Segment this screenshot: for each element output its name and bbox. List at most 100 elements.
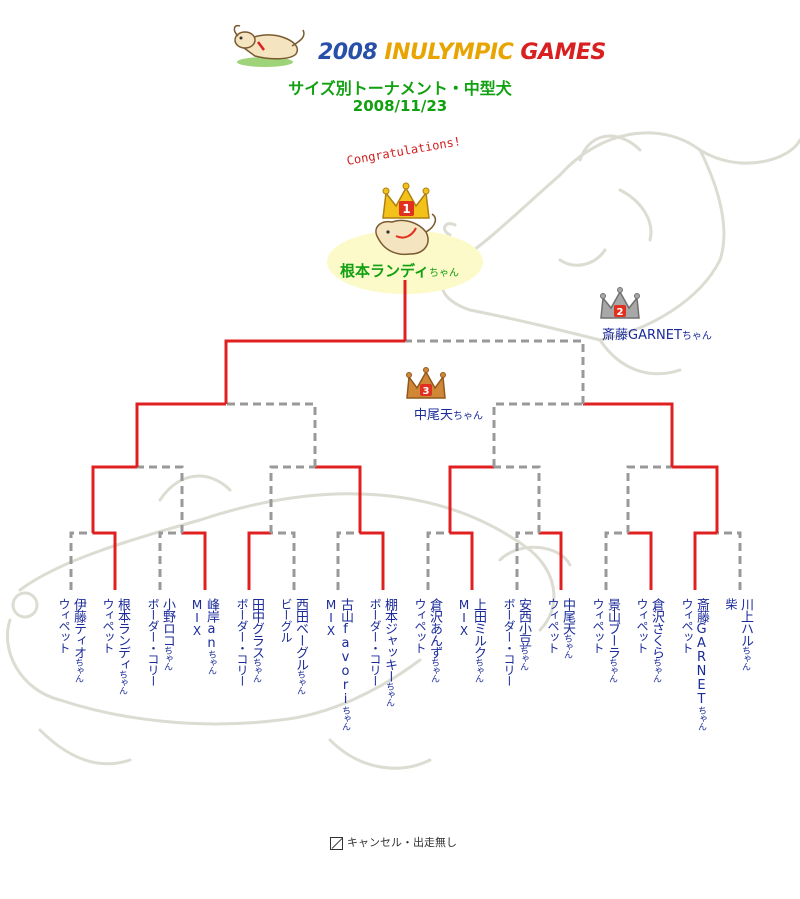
second-place-name-text: 斎藤GARNET xyxy=(602,328,682,343)
entrant-suffix: ちゃん xyxy=(473,658,483,682)
bracket-line-win xyxy=(672,465,719,533)
page-subtitle: サイズ別トーナメント・中型犬 xyxy=(288,79,512,98)
entrant-suffix: ちゃん xyxy=(696,706,706,730)
entrant: MIX上田ミルクちゃん xyxy=(457,598,486,682)
second-place-suffix: ちゃん xyxy=(681,331,712,342)
logo-year: 2008 xyxy=(318,40,378,65)
bracket-line-loss xyxy=(492,402,583,467)
entrant-breed: ウィペット xyxy=(57,598,71,653)
bracket-line-loss xyxy=(604,531,628,590)
entrant: ウィペット斎藤GARNETちゃん xyxy=(680,598,709,730)
bracket-line-loss xyxy=(269,465,315,533)
bracket-line-win xyxy=(247,531,271,590)
entrant-suffix: ちゃん xyxy=(384,682,394,706)
entrant-suffix: ちゃん xyxy=(295,670,305,694)
legend-cancel: キャンセル・出走無し xyxy=(330,834,457,850)
bracket-line-win xyxy=(448,465,494,533)
third-place-name: 中尾天ちゃん xyxy=(414,404,483,423)
winner-dog-icon xyxy=(375,213,437,256)
bronze-crown-icon: 3 xyxy=(406,367,446,399)
entrant: ウィペット景山ブーラちゃん xyxy=(591,598,620,682)
bracket-line-win xyxy=(135,402,226,467)
entrant-name: 斎藤GARNET xyxy=(694,598,709,706)
entrant: ウィペット伊藤ティオちゃん xyxy=(57,598,86,682)
entrant-breed: ボーダー・コリー xyxy=(235,598,249,686)
entrant-breed: ボーダー・コリー xyxy=(368,598,382,686)
entrant: ボーダー・コリー棚本ジャッキーちゃん xyxy=(368,598,397,706)
svg-text:1: 1 xyxy=(402,202,410,216)
bracket-line-win xyxy=(182,531,207,590)
second-place-name: 斎藤GARNETちゃん xyxy=(602,324,712,343)
bracket-line-win xyxy=(224,339,405,404)
event-date: 2008/11/23 xyxy=(352,97,448,115)
cancel-marker-icon xyxy=(330,836,343,850)
entrant-breed: ビーグル xyxy=(279,598,293,642)
entrant: ボーダー・コリー田中グラスちゃん xyxy=(235,598,264,686)
svg-text:3: 3 xyxy=(423,386,430,397)
entrant: ボーダー・コリー小野ロコちゃん xyxy=(146,598,175,686)
entrant-name: 古山favori xyxy=(338,598,353,706)
bracket-line-win xyxy=(628,531,653,590)
gold-crown-icon: 1 xyxy=(382,182,430,219)
entrant-suffix: ちゃん xyxy=(518,646,528,670)
legend-label: キャンセル・出走無し xyxy=(347,836,457,849)
bracket-line-win xyxy=(315,465,362,533)
bracket-line-win xyxy=(693,531,717,590)
bracket-line-loss xyxy=(515,531,539,590)
entrant: ウィペット中尾天ちゃん xyxy=(546,598,575,658)
entrant-breed: ボーダー・コリー xyxy=(502,598,516,686)
bracket-line-loss xyxy=(336,531,360,590)
bracket-line-loss xyxy=(405,339,585,404)
entrant-name: 倉沢さくら xyxy=(649,598,664,658)
first-place-name: 根本ランディちゃん xyxy=(340,260,459,281)
entrant: 柴川上ハルちゃん xyxy=(724,598,753,670)
entrant-breed: ボーダー・コリー xyxy=(146,598,160,686)
entrant-name: 小野ロコ xyxy=(160,598,175,646)
entrant: ウィペット倉沢あんずちゃん xyxy=(413,598,442,682)
entrant-name: 伊藤ティオ xyxy=(71,598,86,658)
bracket-line-loss xyxy=(69,531,93,590)
bracket-line-loss xyxy=(626,465,672,533)
logo-dog-icon xyxy=(233,24,305,67)
bracket-line-loss xyxy=(226,402,317,467)
entrant-breed: MIX xyxy=(457,598,471,637)
entrant-suffix: ちゃん xyxy=(607,658,617,682)
entrant-suffix: ちゃん xyxy=(429,658,439,682)
bracket-line-win xyxy=(539,531,563,590)
entrant-suffix: ちゃん xyxy=(251,658,261,682)
entrant-breed: ウィペット xyxy=(635,598,649,653)
entrant: MIX古山favoriちゃん xyxy=(324,598,353,730)
entrant-name: 安西小豆 xyxy=(516,598,531,646)
entrant: ビーグル西田ベーグルちゃん xyxy=(279,598,308,694)
entrant-suffix: ちゃん xyxy=(740,646,750,670)
bracket-line-loss xyxy=(158,531,182,590)
bracket-line-win xyxy=(450,531,474,590)
event-logo: 2008 INULYMPIC GAMES xyxy=(318,40,606,65)
entrant-breed: MIX xyxy=(190,598,204,637)
entrant-breed: MIX xyxy=(324,598,338,637)
bracket-line-loss xyxy=(494,465,541,533)
entrant-name: 川上ハル xyxy=(738,598,753,646)
entrant-suffix: ちゃん xyxy=(340,706,350,730)
bracket-line-win xyxy=(583,402,674,467)
svg-text:2: 2 xyxy=(617,307,624,318)
logo-word-inulympic: INULYMPIC xyxy=(384,40,514,65)
entrant-name: 中尾天 xyxy=(560,598,575,634)
entrant-breed: ウィペット xyxy=(680,598,694,653)
entrant-name: 景山ブーラ xyxy=(605,598,620,658)
winner-glow xyxy=(327,230,483,294)
entrant: ウィペット倉沢さくらちゃん xyxy=(635,598,664,682)
entrant-breed: ウィペット xyxy=(101,598,115,653)
bracket-line-win xyxy=(91,465,137,533)
logo-word-games: GAMES xyxy=(520,40,606,65)
entrant-name: 田中グラス xyxy=(249,598,264,658)
silver-crown-icon: 2 xyxy=(600,287,640,319)
entrant-name: 棚本ジャッキー xyxy=(382,598,397,682)
bracket-line-win xyxy=(93,531,117,590)
entrant-breed: ウィペット xyxy=(546,598,560,653)
entrant-suffix: ちゃん xyxy=(206,650,216,674)
entrant-suffix: ちゃん xyxy=(162,646,172,670)
entrant: MIX峰岸anちゃん xyxy=(190,598,219,674)
entrant-suffix: ちゃん xyxy=(651,658,661,682)
